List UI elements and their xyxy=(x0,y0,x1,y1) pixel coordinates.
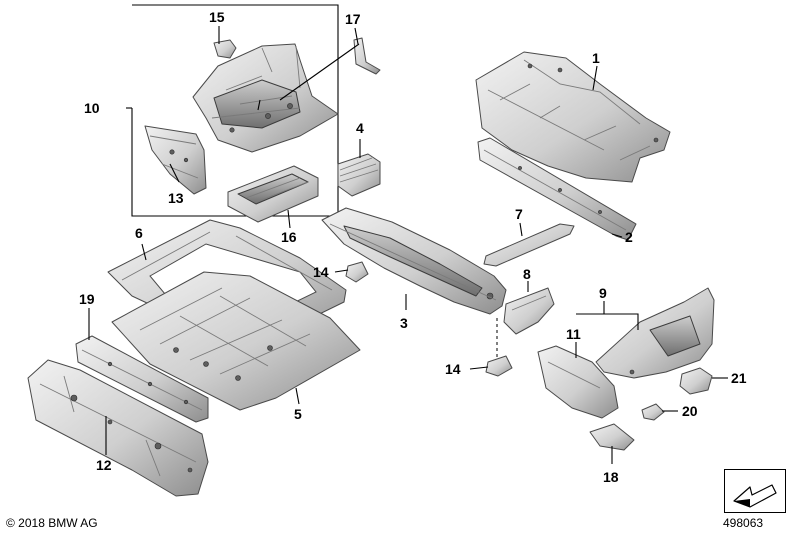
part-2-crossmember[interactable] xyxy=(477,137,637,241)
callout-21: 21 xyxy=(731,370,747,386)
part-14-bracket-upper[interactable] xyxy=(345,261,369,283)
part-8-bracket[interactable] xyxy=(503,287,555,335)
part-9-wheelhouse[interactable] xyxy=(595,287,715,379)
callout-4: 4 xyxy=(356,120,364,136)
leader-lines xyxy=(88,26,728,464)
callout-labels: 15 17 10 13 16 4 1 2 7 6 14 3 8 9 11 14 … xyxy=(79,9,747,485)
callout-15: 15 xyxy=(209,9,225,25)
callout-2: 2 xyxy=(625,229,633,245)
callout-8: 8 xyxy=(523,266,531,282)
callout-20: 20 xyxy=(682,403,698,419)
part-10-spare-wheel-well[interactable] xyxy=(192,43,339,153)
part-12-bracket[interactable] xyxy=(144,125,207,195)
callout-16: 16 xyxy=(281,229,297,245)
part-21-small-block[interactable] xyxy=(679,367,713,395)
callout-10: 10 xyxy=(84,100,100,116)
part-11-wheelhouse-inner[interactable] xyxy=(537,345,619,419)
part-14-bracket-lower[interactable] xyxy=(485,355,513,377)
part-16-tray[interactable] xyxy=(227,165,319,223)
part-5-floor-pan[interactable] xyxy=(111,271,361,411)
callout-1: 1 xyxy=(592,50,600,66)
part-19-cross-member[interactable] xyxy=(75,335,209,423)
callout-5: 5 xyxy=(294,406,302,422)
copyright-text: © 2018 BMW AG xyxy=(6,516,98,530)
part-7-rail[interactable] xyxy=(483,223,575,267)
document-number: 498063 xyxy=(723,516,764,530)
callout-11: 11 xyxy=(566,326,581,342)
callout-13: 12 xyxy=(96,457,112,473)
direction-arrow-icon xyxy=(724,469,786,513)
part-15-small-bracket[interactable] xyxy=(213,39,237,59)
callout-14-lower: 14 xyxy=(445,361,461,377)
part-1-rear-panel[interactable] xyxy=(475,51,671,183)
part-17-strip[interactable] xyxy=(353,37,381,75)
callout-17: 17 xyxy=(345,11,361,27)
callout-9: 9 xyxy=(599,285,607,301)
callout-18: 18 xyxy=(603,469,619,485)
callout-14-upper: 14 xyxy=(313,264,329,280)
callout-19: 19 xyxy=(79,291,95,307)
callout-7: 7 xyxy=(515,206,523,222)
callout-6: 6 xyxy=(135,225,143,241)
part-18-bracket[interactable] xyxy=(589,423,635,451)
callout-3: 3 xyxy=(400,315,408,331)
callout-12: 13 xyxy=(168,190,184,206)
part-4-small-box[interactable] xyxy=(337,153,381,197)
part-3-center-tunnel[interactable] xyxy=(321,207,507,315)
part-20-clip[interactable] xyxy=(641,403,665,421)
part-13-seat-panel[interactable] xyxy=(27,359,209,497)
